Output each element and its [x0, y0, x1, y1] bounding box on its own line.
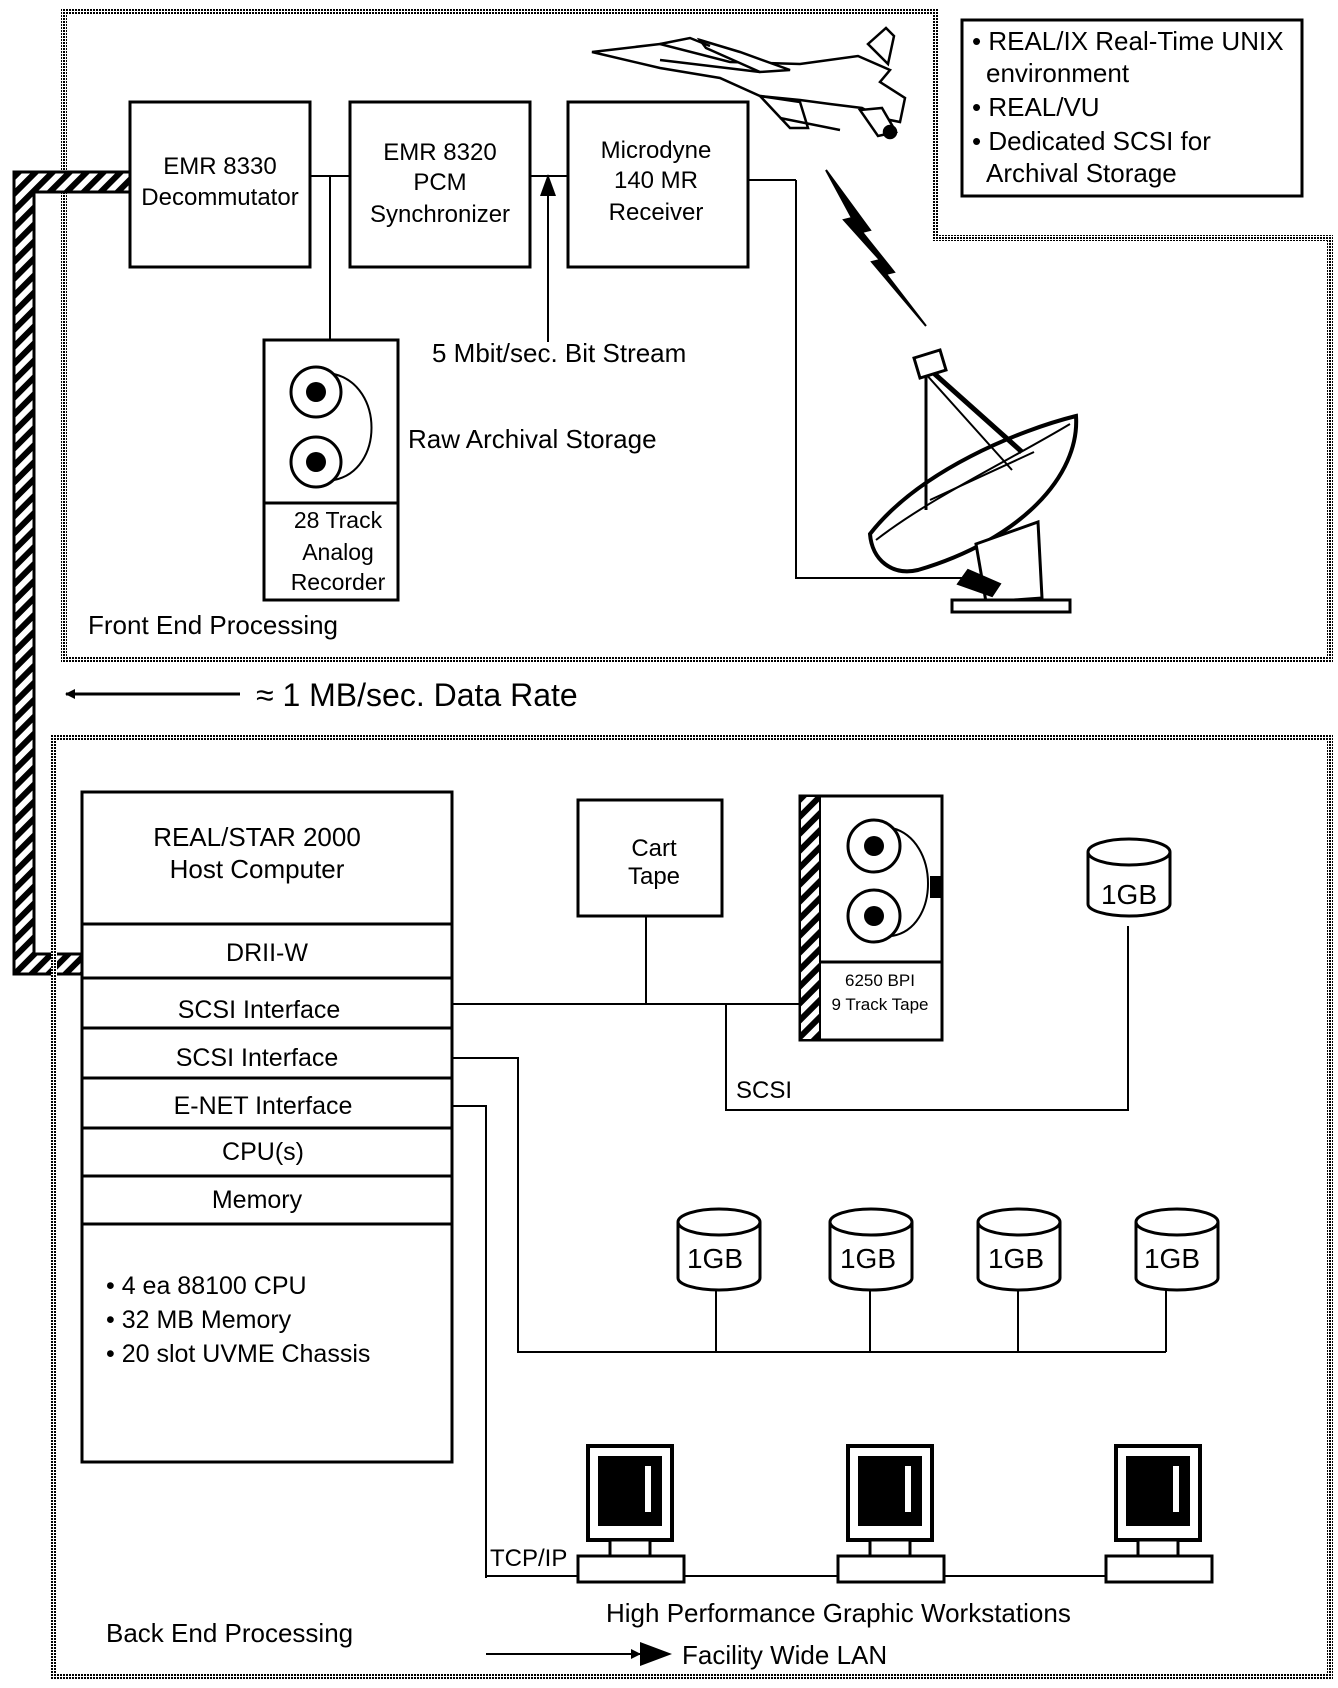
disk-icon: 1GB: [978, 1209, 1060, 1290]
synchronizer-line-3: Synchronizer: [370, 201, 510, 228]
raw-archival-label: Raw Archival Storage: [408, 424, 657, 454]
disk-icon: 1GB: [1136, 1209, 1218, 1290]
host-spec-1: • 4 ea 88100 CPU: [106, 1272, 307, 1300]
host-slot-scsi-1: SCSI Interface: [178, 996, 341, 1024]
analog-recorder-line-3: Recorder: [291, 569, 386, 595]
lan-arrow-head: [640, 1642, 672, 1666]
bit-stream-arrow: [540, 174, 556, 196]
disk-icon: 1GB: [1088, 839, 1170, 916]
host-slot-drii-w: DRII-W: [226, 939, 308, 967]
decommutator-line-1: EMR 8330: [163, 153, 276, 180]
tape-drive-line-1: 6250 BPI: [845, 971, 915, 990]
satellite-dish-icon: [870, 350, 1076, 612]
back-end-label: Back End Processing: [106, 1618, 353, 1648]
host-slot-cpu: CPU(s): [222, 1138, 304, 1166]
legend-box: • REAL/IX Real-Time UNIX environment • R…: [962, 20, 1302, 196]
synchronizer-line-1: EMR 8320: [383, 139, 496, 166]
synchronizer-box: EMR 8320 PCM Synchronizer: [350, 102, 530, 267]
workstation-icon: [838, 1446, 944, 1582]
receiver-line-1: Microdyne: [601, 137, 712, 164]
nine-track-tape: 6250 BPI 9 Track Tape: [800, 796, 942, 1040]
tape-drive-line-2: 9 Track Tape: [831, 995, 928, 1014]
cart-tape-line-1: Cart: [631, 835, 677, 862]
host-computer: REAL/STAR 2000 Host Computer DRII-W SCSI…: [82, 792, 452, 1462]
bit-stream-label: 5 Mbit/sec. Bit Stream: [432, 338, 686, 368]
cart-tape-line-2: Tape: [628, 863, 680, 890]
host-slot-scsi-2: SCSI Interface: [176, 1044, 339, 1072]
legend-line-5: Archival Storage: [986, 158, 1177, 188]
data-rate-label: ≈ 1 MB/sec. Data Rate: [256, 677, 578, 713]
decommutator-line-2: Decommutator: [141, 184, 298, 211]
workstations-label: High Performance Graphic Workstations: [606, 1598, 1071, 1628]
legend-line-1: • REAL/IX Real-Time UNIX: [972, 26, 1284, 56]
legend-line-4: • Dedicated SCSI for: [972, 126, 1211, 156]
receiver-line-3: Receiver: [609, 199, 704, 226]
workstation-icon: [578, 1446, 684, 1582]
host-title-line-2: Host Computer: [170, 854, 345, 884]
legend-line-2: environment: [986, 58, 1130, 88]
disk-label: 1GB: [1144, 1243, 1200, 1274]
tcpip-label: TCP/IP: [490, 1545, 567, 1572]
signal-lightning-icon: [826, 170, 926, 326]
disk-icon: 1GB: [830, 1209, 912, 1290]
host-slot-memory: Memory: [212, 1186, 303, 1214]
disk-icon: 1GB: [678, 1209, 760, 1290]
analog-recorder-line-1: 28 Track: [294, 507, 383, 533]
host-title-line-1: REAL/STAR 2000: [153, 822, 361, 852]
disk-label: 1GB: [988, 1243, 1044, 1274]
cart-tape: Cart Tape: [578, 800, 722, 916]
disk-label: 1GB: [687, 1243, 743, 1274]
host-spec-2: • 32 MB Memory: [106, 1306, 292, 1334]
legend-line-3: • REAL/VU: [972, 92, 1100, 122]
synchronizer-line-2: PCM: [413, 169, 466, 196]
disk-label: 1GB: [840, 1243, 896, 1274]
host-spec-3: • 20 slot UVME Chassis: [106, 1340, 370, 1368]
receiver-line-2: 140 MR: [614, 167, 698, 194]
lan-label: Facility Wide LAN: [682, 1640, 887, 1670]
decommutator-box: EMR 8330 Decommutator: [130, 102, 310, 267]
front-end-label: Front End Processing: [88, 610, 338, 640]
analog-recorder-line-2: Analog: [302, 539, 374, 565]
host-slot-enet: E-NET Interface: [174, 1092, 353, 1120]
workstation-icon: [1106, 1446, 1212, 1582]
receiver-box: Microdyne 140 MR Receiver: [568, 102, 748, 267]
disk-label: 1GB: [1101, 879, 1157, 910]
analog-recorder: 28 Track Analog Recorder: [264, 340, 398, 600]
scsi-label: SCSI: [736, 1077, 792, 1104]
